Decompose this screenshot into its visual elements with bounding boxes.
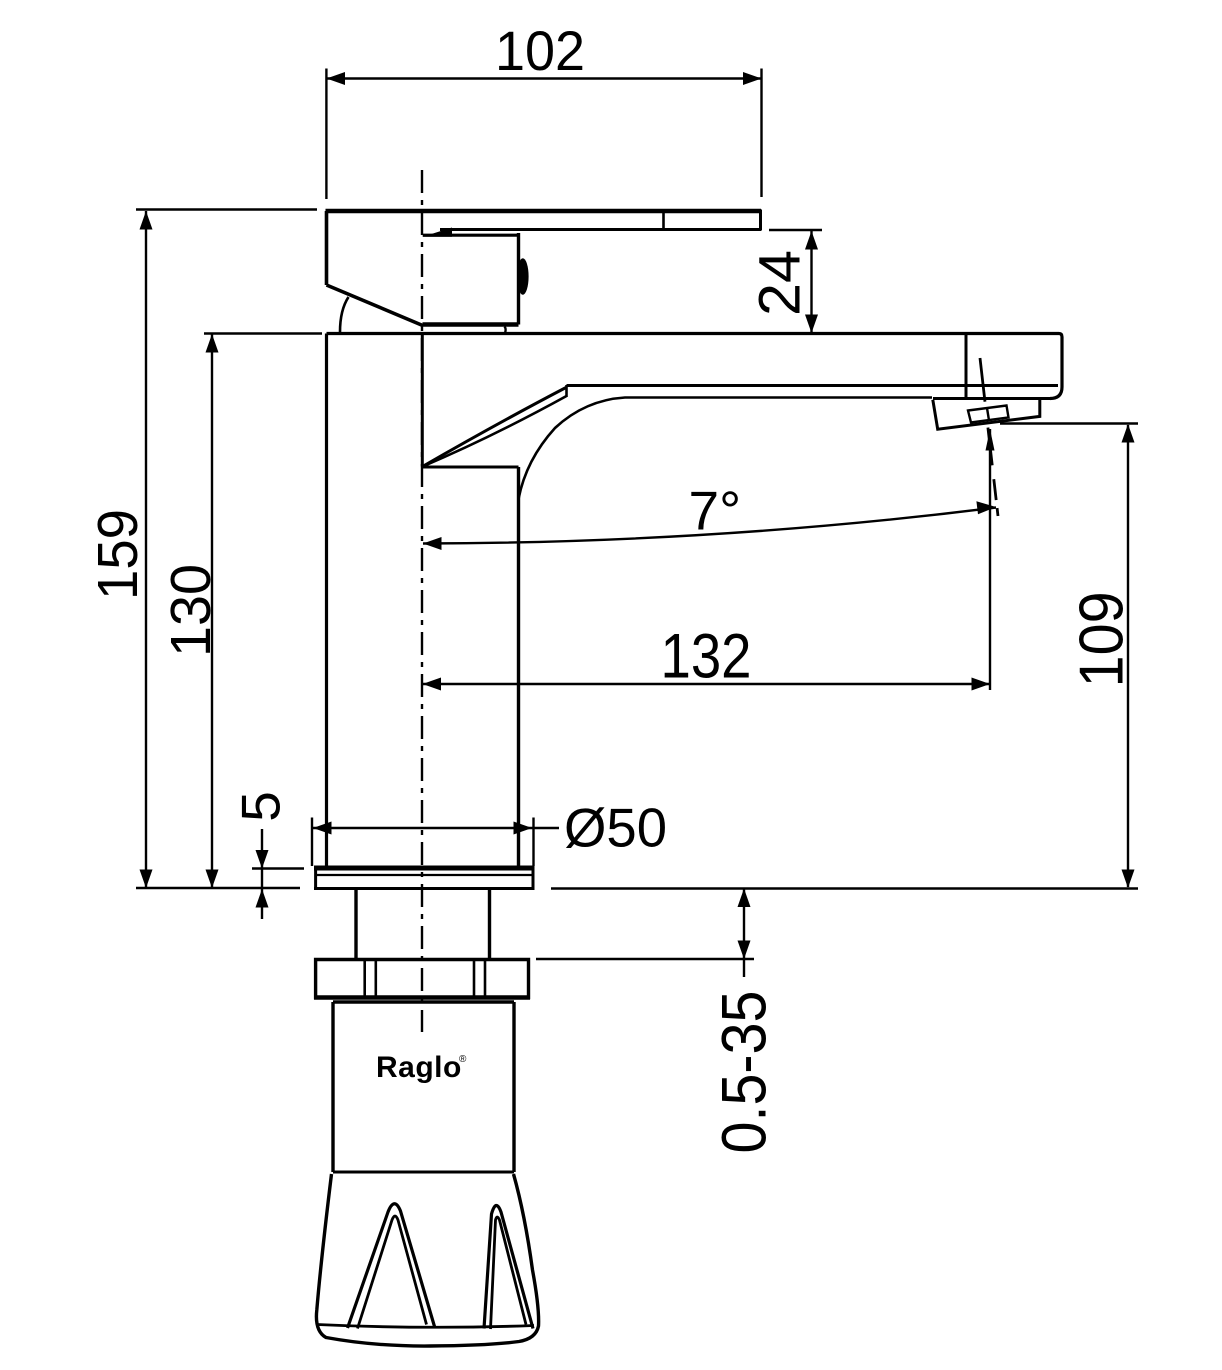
svg-text:®: ® — [459, 1054, 467, 1065]
svg-text:24: 24 — [748, 250, 813, 316]
svg-text:Raglo: Raglo — [376, 1051, 462, 1084]
svg-text:130: 130 — [159, 564, 223, 657]
svg-text:109: 109 — [1068, 591, 1137, 687]
svg-text:0.5-35: 0.5-35 — [710, 991, 780, 1154]
svg-text:5: 5 — [230, 791, 292, 822]
svg-text:102: 102 — [495, 19, 585, 82]
svg-text:Ø50: Ø50 — [564, 798, 667, 859]
svg-text:7°: 7° — [689, 480, 742, 542]
svg-text:159: 159 — [86, 509, 150, 600]
svg-text:132: 132 — [661, 622, 752, 692]
